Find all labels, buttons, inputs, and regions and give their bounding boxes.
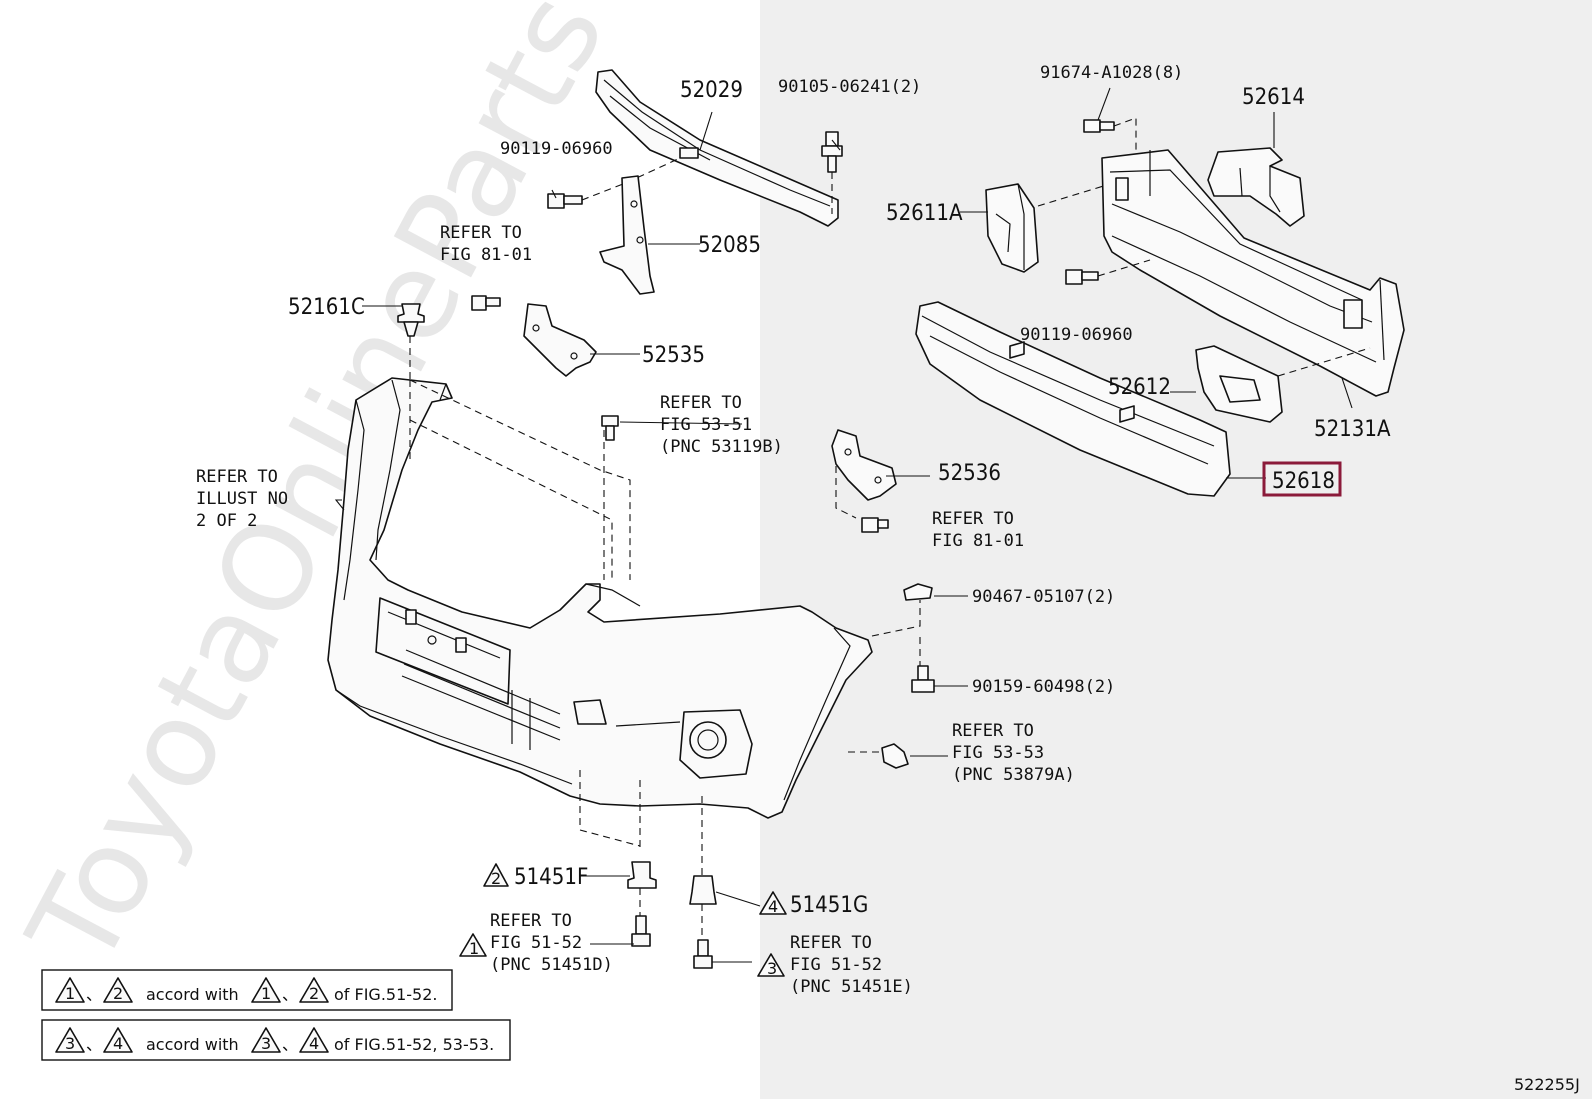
part-52029-illustration xyxy=(595,69,839,227)
clip-51451G-icon xyxy=(689,875,717,905)
svg-text:FIG 81-01: FIG 81-01 xyxy=(440,245,532,265)
svg-text:2: 2 xyxy=(113,984,123,1003)
refer-fig-81-01-top: REFER TO FIG 81-01 xyxy=(440,223,532,265)
part-52618-illustration xyxy=(915,301,1231,497)
label-51451F: 51451F xyxy=(514,865,588,890)
svg-text:、: 、 xyxy=(282,1035,298,1054)
refer-fig-53-53: REFER TO FIG 53-53 (PNC 53879A) xyxy=(952,721,1075,785)
svg-text:FIG 51-52: FIG 51-52 xyxy=(790,955,882,975)
svg-text:2 OF 2: 2 OF 2 xyxy=(196,511,257,531)
svg-text:(PNC 53879A): (PNC 53879A) xyxy=(952,765,1075,785)
triangle-marker-3: 3 xyxy=(757,953,785,978)
svg-text:1: 1 xyxy=(261,984,271,1003)
svg-text:FIG 81-01: FIG 81-01 xyxy=(932,531,1024,551)
svg-text:REFER TO: REFER TO xyxy=(196,467,278,487)
clip-fig-53-53-icon xyxy=(881,743,909,769)
refer-fig-53-51: REFER TO FIG 53-51 (PNC 53119B) xyxy=(660,393,783,457)
bumper-cover-illustration xyxy=(327,377,873,819)
label-90119-06960-left: 90119-06960 xyxy=(500,139,613,159)
svg-text:ILLUST NO: ILLUST NO xyxy=(196,489,288,509)
label-52029: 52029 xyxy=(680,78,743,103)
note-box-2: 3 、 4 accord with 3 、 4 of FIG.51-52, 53… xyxy=(41,1019,511,1061)
svg-text:REFER TO: REFER TO xyxy=(490,911,572,931)
label-52536: 52536 xyxy=(938,461,1001,486)
label-91674-A1028: 91674-A1028(8) xyxy=(1040,63,1183,83)
note-box-1: 1 、 2 accord with 1 、 2 of FIG.51-52. xyxy=(41,969,453,1011)
svg-text:1: 1 xyxy=(65,984,75,1003)
svg-text:、: 、 xyxy=(86,985,102,1004)
svg-text:FIG 53-53: FIG 53-53 xyxy=(952,743,1044,763)
refer-fig-81-01-right: REFER TO FIG 81-01 xyxy=(932,509,1024,551)
label-90467-05107: 90467-05107(2) xyxy=(972,587,1115,607)
clip-51451F-icon xyxy=(627,861,657,889)
svg-text:2: 2 xyxy=(491,869,501,888)
screw-90159-60498-icon xyxy=(911,665,935,693)
svg-text:(PNC 53119B): (PNC 53119B) xyxy=(660,437,783,457)
triangle-marker-1: 1 xyxy=(459,933,487,958)
part-52085-illustration xyxy=(599,175,655,295)
svg-text:REFER TO: REFER TO xyxy=(440,223,522,243)
clip-52161C-icon xyxy=(397,303,425,337)
label-52618[interactable]: 52618 xyxy=(1272,469,1335,494)
label-90105-06241: 90105-06241(2) xyxy=(778,77,921,97)
svg-text:FIG 51-52: FIG 51-52 xyxy=(490,933,582,953)
svg-text:、: 、 xyxy=(86,1035,102,1054)
svg-text:4: 4 xyxy=(113,1034,123,1053)
part-52614-illustration xyxy=(1207,147,1305,227)
svg-text:REFER TO: REFER TO xyxy=(952,721,1034,741)
label-90159-60498: 90159-60498(2) xyxy=(972,677,1115,697)
bolt-fig-81-01-right-icon xyxy=(861,517,889,533)
svg-text:、: 、 xyxy=(282,985,298,1004)
triangle-marker-2: 2 xyxy=(483,863,509,888)
clip-90467-05107-icon xyxy=(903,583,933,601)
svg-text:FIG 53-51: FIG 53-51 xyxy=(660,415,752,435)
part-52535-illustration xyxy=(523,303,597,377)
refer-fig-51-52-e: REFER TO FIG 51-52 (PNC 51451E) xyxy=(790,933,913,997)
svg-text:(PNC 51451E): (PNC 51451E) xyxy=(790,977,913,997)
part-52611A-illustration xyxy=(985,183,1039,273)
svg-text:(PNC 51451D): (PNC 51451D) xyxy=(490,955,613,975)
label-52535: 52535 xyxy=(642,343,705,368)
screw-51451E-icon xyxy=(693,939,713,969)
part-52131A-illustration xyxy=(1101,149,1405,397)
part-52612-illustration xyxy=(1195,345,1283,423)
bolt-90119-06960-left-icon xyxy=(547,193,583,209)
label-52131A: 52131A xyxy=(1314,417,1391,442)
svg-text:1: 1 xyxy=(469,939,479,958)
bolt-fig-81-01-icon xyxy=(471,295,501,311)
label-52612: 52612 xyxy=(1108,375,1171,400)
svg-text:of FIG.51-52, 53-53.: of FIG.51-52, 53-53. xyxy=(334,1035,494,1054)
label-90119-06960-right: 90119-06960 xyxy=(1020,325,1133,345)
svg-text:4: 4 xyxy=(768,897,778,916)
svg-text:3: 3 xyxy=(261,1034,271,1053)
bolt-fig-53-51-icon xyxy=(601,415,619,441)
screw-51451D-icon xyxy=(631,915,651,947)
diagram-code: 522255J xyxy=(1514,1075,1580,1094)
svg-text:4: 4 xyxy=(309,1034,319,1053)
refer-fig-51-52-d: REFER TO FIG 51-52 (PNC 51451D) xyxy=(490,911,613,975)
label-52611A: 52611A xyxy=(886,201,963,226)
svg-text:3: 3 xyxy=(65,1034,75,1053)
part-52536-illustration xyxy=(831,429,897,501)
svg-text:2: 2 xyxy=(309,984,319,1003)
bolt-90119-06960-right-icon xyxy=(1065,269,1099,285)
bolt-91674-A1028-icon xyxy=(1083,119,1115,133)
label-51451G: 51451G xyxy=(790,893,868,918)
svg-text:REFER TO: REFER TO xyxy=(790,933,872,953)
highlight-box-52618 xyxy=(1262,461,1342,497)
svg-text:of FIG.51-52.: of FIG.51-52. xyxy=(334,985,438,1004)
svg-text:3: 3 xyxy=(767,959,777,978)
label-52614: 52614 xyxy=(1242,85,1305,110)
svg-text:accord with: accord with xyxy=(146,1035,239,1054)
svg-text:accord with: accord with xyxy=(146,985,239,1004)
refer-illust-2-of-2: REFER TO ILLUST NO 2 OF 2 xyxy=(196,467,288,531)
svg-text:REFER TO: REFER TO xyxy=(932,509,1014,529)
svg-text:REFER TO: REFER TO xyxy=(660,393,742,413)
label-52085: 52085 xyxy=(698,233,761,258)
triangle-marker-4: 4 xyxy=(759,891,787,916)
label-52161C: 52161C xyxy=(288,295,365,320)
